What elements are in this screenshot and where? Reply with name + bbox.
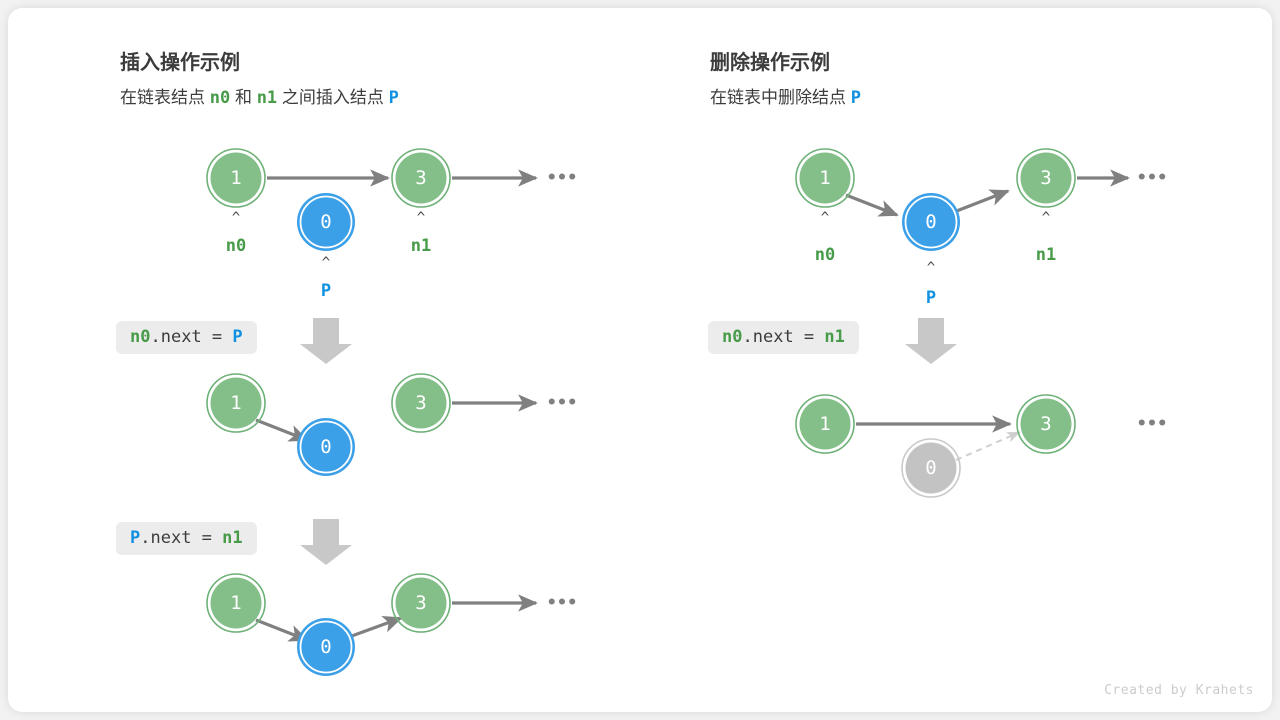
code-token-n1: n1 <box>824 327 845 347</box>
code-token-p: P <box>130 528 141 548</box>
node-1 <box>795 394 855 454</box>
node-3 <box>391 148 451 208</box>
ellipsis-marker: ••• <box>1136 168 1168 188</box>
delete-panel-title: 删除操作示例 <box>710 52 830 74</box>
down-arrow-insert-2 <box>300 519 352 565</box>
insert-sub-n1: n1 <box>256 88 278 108</box>
node-0 <box>297 618 355 676</box>
insert-sub-n0: n0 <box>209 88 231 108</box>
insert-sub-text-3: 之间插入结点 <box>281 88 384 107</box>
down-arrow-delete-1 <box>905 318 957 364</box>
node-3 <box>1016 148 1076 208</box>
down-arrow-insert-1 <box>300 318 352 364</box>
insert-panel-title: 插入操作示例 <box>120 52 240 74</box>
code-token-n0: n0 <box>130 327 151 347</box>
insert-sub-text-2: 和 <box>234 88 252 107</box>
watermark-credit: Created by Krahets <box>1104 683 1254 698</box>
node-3 <box>391 573 451 633</box>
node-3 <box>391 373 451 433</box>
insert-panel-subtitle: 在链表结点 n0 和 n1 之间插入结点 P <box>120 83 399 108</box>
ellipsis-marker: ••• <box>1136 414 1168 434</box>
caret-icon: ^ <box>416 210 426 226</box>
caret-icon: ^ <box>820 210 830 226</box>
node-0-deleted <box>901 438 961 498</box>
delete-step-2-graphics <box>795 394 1076 498</box>
caret-icon: ^ <box>321 255 331 271</box>
node-label-n0: n0 <box>225 236 247 256</box>
ellipsis-marker: ••• <box>546 168 578 188</box>
node-label-n0: n0 <box>814 245 836 265</box>
code-label-delete-1: n0.next = n1 <box>708 321 859 354</box>
node-label-n1: n1 <box>410 236 432 256</box>
node-label-p: P <box>320 281 332 301</box>
caret-icon: ^ <box>231 210 241 226</box>
insert-sub-text-1: 在链表结点 <box>120 88 205 107</box>
node-label-n1: n1 <box>1035 245 1057 265</box>
delete-step-1-graphics <box>795 148 1130 251</box>
code-token-p: P <box>232 327 243 347</box>
node-1 <box>206 373 266 433</box>
node-1 <box>795 148 855 208</box>
insert-step-3-graphics <box>206 573 538 676</box>
insert-sub-p: P <box>388 88 399 108</box>
insert-step-2-graphics <box>206 373 538 476</box>
ellipsis-marker: ••• <box>546 593 578 613</box>
caret-icon: ^ <box>926 260 936 276</box>
node-0 <box>902 193 960 251</box>
ellipsis-marker: ••• <box>546 393 578 413</box>
code-token-n1: n1 <box>222 528 243 548</box>
node-1 <box>206 148 266 208</box>
caret-icon: ^ <box>1041 210 1051 226</box>
node-0 <box>297 193 355 251</box>
node-label-p: P <box>925 288 937 308</box>
node-3 <box>1016 394 1076 454</box>
code-label-insert-2: P.next = n1 <box>116 522 257 555</box>
code-token-next: .next = <box>742 327 825 347</box>
node-0 <box>297 418 355 476</box>
code-token-n0: n0 <box>722 327 743 347</box>
code-token-next: .next = <box>150 327 233 347</box>
code-token-next: .next = <box>140 528 223 548</box>
delete-sub-p: P <box>850 88 861 108</box>
delete-sub-text-1: 在链表中删除结点 <box>710 88 846 107</box>
code-label-insert-1: n0.next = P <box>116 321 257 354</box>
insert-step-1-graphics <box>206 148 538 251</box>
node-1 <box>206 573 266 633</box>
delete-panel-subtitle: 在链表中删除结点 P <box>710 83 861 108</box>
